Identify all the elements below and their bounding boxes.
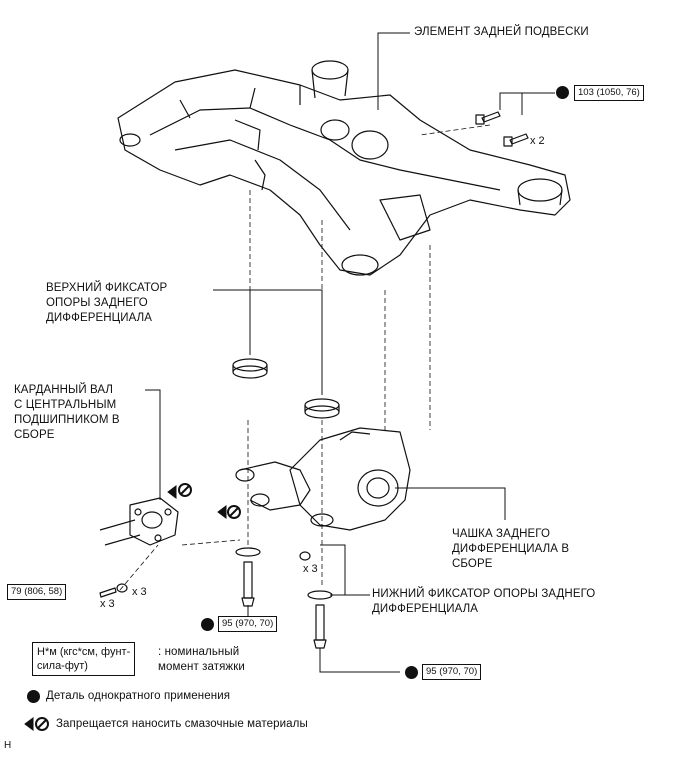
non-reusable-dot-icon: [405, 666, 418, 679]
qty-carrier: x 3: [303, 563, 318, 575]
legend-unit-box: Н*м (кгс*см, фунт- сила-фут): [32, 642, 136, 676]
legend-unit-description: : номинальный момент затяжки: [158, 646, 245, 673]
carrier-label: ЧАШКА ЗАДНЕГО ДИФФЕРЕНЦИАЛА В СБОРЕ: [452, 528, 570, 570]
torque-right-stud: 95 (970, 70): [422, 664, 482, 680]
qty-top-bolts: x 2: [530, 135, 545, 147]
non-reusable-dot-icon: [556, 86, 569, 99]
qty-flange-a: x 3: [132, 586, 147, 598]
torque-top-bolts: 103 (1050, 76): [574, 85, 644, 101]
footer-mark: H: [4, 740, 12, 751]
lower-stopper-label: НИЖНИЙ ФИКСАТОР ОПОРЫ ЗАДНЕГО ДИФФЕРЕНЦИ…: [372, 588, 596, 615]
flange-bolts-drawing: [99, 583, 128, 598]
propeller-shaft-drawing: [99, 497, 179, 546]
upper-stoppers-drawing: [232, 358, 340, 419]
subframe-drawing: [117, 60, 571, 276]
legend-no-lubricant-text: Запрещается наносить смазочные материалы: [56, 718, 308, 730]
torque-left-stud: 95 (970, 70): [218, 616, 278, 632]
differential-carrier-drawing: [235, 427, 411, 531]
legend-non-reusable-text: Деталь однократного применения: [46, 690, 231, 702]
top-bolts-drawing: [475, 111, 529, 147]
propeller-shaft-label: КАРДАННЫЙ ВАЛ С ЦЕНТРАЛЬНЫМ ПОДШИПНИКОМ …: [14, 384, 120, 441]
torque-flange-bolts: 79 (806, 58): [7, 584, 67, 600]
subframe-label: ЭЛЕМЕНТ ЗАДНЕЙ ПОДВЕСКИ: [414, 26, 589, 38]
legend-non-reusable-icon: [27, 690, 40, 703]
upper-stopper-label: ВЕРХНИЙ ФИКСАТОР ОПОРЫ ЗАДНЕГО ДИФФЕРЕНЦ…: [46, 282, 168, 324]
lower-stoppers-drawing: [235, 547, 333, 649]
non-reusable-dot-icon: [201, 618, 214, 631]
qty-flange-b: x 3: [100, 598, 115, 610]
